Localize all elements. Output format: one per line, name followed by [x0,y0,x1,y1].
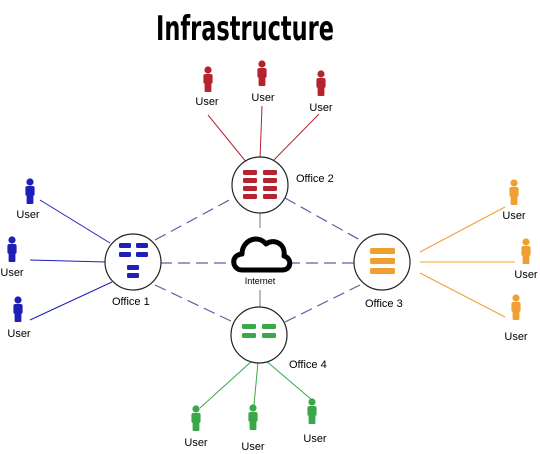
server-grid-icon [119,243,148,278]
office-1-label: Office 1 [112,296,150,308]
office4-user-links [199,359,313,409]
user-icon [7,236,17,262]
user-label: User [502,210,526,222]
user-label: User [504,331,528,343]
user-icon [203,66,213,92]
user-label: User [303,433,327,445]
user-label: User [241,441,265,453]
office-3-node[interactable] [353,233,411,291]
office3-user-links [419,206,515,318]
server-grid-icon [243,170,277,199]
user-label: User [16,209,40,221]
user-icon [25,178,35,204]
office-4-node[interactable] [230,306,288,364]
office-1-node[interactable] [104,233,162,291]
user-label: User [309,102,333,114]
office-mesh-links [154,197,361,323]
office-2-label: Office 2 [296,173,334,185]
office1-user-links [29,199,113,321]
user-icon [511,294,521,320]
server-stack-icon [370,248,395,274]
user-icon [316,70,326,96]
page-title: Infrastructure [156,9,334,49]
user-icon [257,60,267,86]
user-icon [248,404,258,430]
office-4-label: Office 4 [289,359,327,371]
user-icon [521,238,531,264]
user-icon [307,398,317,424]
user-icon [13,296,23,322]
user-label: User [195,96,219,108]
server-pair-icon [242,324,276,338]
user-label: User [184,437,208,449]
user-label: User [0,267,24,279]
user-icon [509,179,519,205]
office-3-label: Office 3 [365,298,403,310]
cloud-icon [231,236,293,273]
office-2-node[interactable] [231,156,289,214]
office2-user-links [207,105,320,164]
internet-label: Internet [245,276,276,286]
user-label: User [251,92,275,104]
user-label: User [514,269,538,281]
user-label: User [7,328,31,340]
user-icon [191,405,201,431]
